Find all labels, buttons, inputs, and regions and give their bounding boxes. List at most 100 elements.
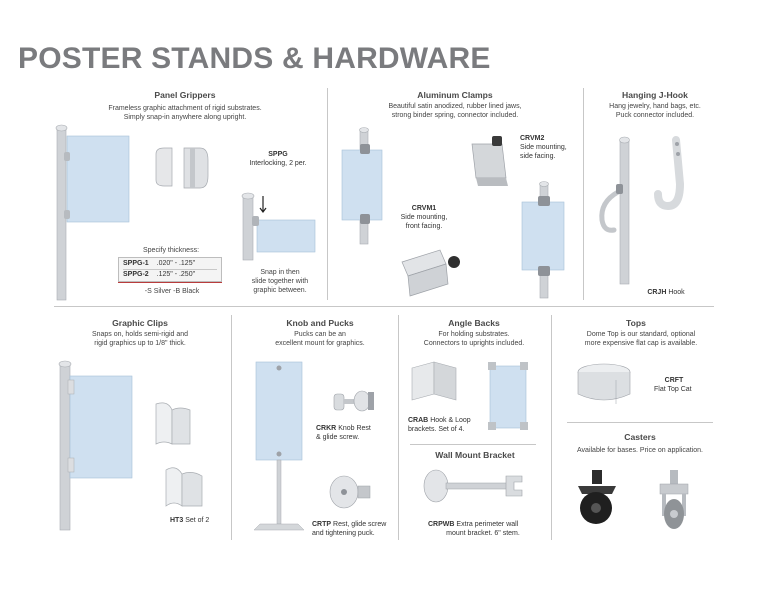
crjh-code: CRJH bbox=[647, 289, 667, 296]
desc-line: Simply snap-in anywhere along upright. bbox=[123, 114, 247, 121]
aluminum-clamps-desc: Beautiful satin anodized, rubber lined j… bbox=[355, 102, 555, 120]
graphic-clip-part bbox=[165, 467, 203, 507]
thickness-range: .125" - .250" bbox=[156, 271, 196, 278]
desc-line: Hang jewelry, hand bags, etc. bbox=[609, 103, 701, 110]
thickness-table: SPPG-1 .020" - .125" SPPG-2 .125" - .250… bbox=[118, 257, 222, 282]
crvm1-label: CRVM1 Side mounting, front facing. bbox=[394, 204, 454, 231]
crvm2-label: CRVM2 Side mounting, side facing. bbox=[520, 134, 580, 161]
crjh-desc: Hook bbox=[668, 289, 685, 296]
crkr-desc: Knob Rest bbox=[338, 425, 371, 432]
casters-desc: Available for bases. Price on applicatio… bbox=[577, 447, 703, 454]
angle-back-bracket bbox=[411, 361, 457, 401]
graphic-clips-desc: Snaps on, holds semi-rigid and rigid gra… bbox=[70, 330, 210, 348]
wall-mount-heading: Wall Mount Bracket bbox=[435, 450, 515, 460]
desc-line: rigid graphics up to 1/8" thick. bbox=[94, 340, 186, 347]
casters-heading: Casters bbox=[624, 432, 656, 442]
crpwb-desc: Extra perimeter wall bbox=[456, 521, 519, 528]
finish-options: -S Silver -B Black bbox=[144, 288, 200, 295]
crft-desc: Flat Top Cat bbox=[654, 386, 692, 393]
crpwb-desc: mount bracket. 6" stem. bbox=[446, 530, 520, 537]
crvm2-desc: Side mounting, bbox=[520, 144, 567, 151]
desc-line: more expensive flat cap is available. bbox=[584, 340, 698, 347]
divider bbox=[410, 444, 536, 445]
crvm2-desc: side facing. bbox=[520, 153, 556, 160]
graphic-clip-part bbox=[155, 402, 191, 445]
snap-line: Snap in then bbox=[260, 269, 300, 276]
page-title: POSTER STANDS & HARDWARE bbox=[18, 42, 491, 75]
clamp-pole-right bbox=[521, 181, 565, 299]
divider bbox=[231, 315, 232, 540]
angle-back-panel bbox=[488, 362, 528, 430]
thickness-row: SPPG-2 .125" - .250" bbox=[123, 269, 217, 280]
angle-backs-heading: Angle Backs bbox=[448, 318, 500, 328]
desc-line: For holding substrates. bbox=[438, 331, 510, 338]
crkr-desc: & glide screw. bbox=[316, 434, 360, 441]
crpwb-label: CRPWB Extra perimeter wall mount bracket… bbox=[428, 520, 538, 538]
thickness-range: .020" - .125" bbox=[156, 260, 196, 267]
crkr-knob-illustration bbox=[333, 390, 374, 412]
desc-line: Frameless graphic attachment of rigid su… bbox=[108, 105, 262, 112]
desc-line: Dome Top is our standard, optional bbox=[586, 331, 696, 338]
snap-line: slide together with bbox=[251, 278, 309, 285]
crvm1-code: CRVM1 bbox=[411, 205, 437, 212]
sppg-code: SPPG bbox=[268, 151, 288, 158]
desc-line: strong binder spring, connector included… bbox=[391, 112, 519, 119]
divider bbox=[583, 88, 584, 300]
divider bbox=[327, 88, 328, 300]
desc-line: Beautiful satin anodized, rubber lined j… bbox=[388, 103, 522, 110]
crkr-label: CRKR Knob Rest & glide screw. bbox=[316, 424, 386, 442]
jhook-part-illustration bbox=[654, 136, 685, 211]
wall-mount-bracket-illustration bbox=[423, 469, 523, 503]
tops-desc: Dome Top is our standard, optional more … bbox=[566, 330, 716, 348]
ht3-desc: Set of 2 bbox=[185, 517, 210, 524]
panel-gripper-pole-illustration bbox=[55, 124, 130, 301]
crab-desc: brackets. Set of 4. bbox=[408, 426, 465, 433]
clamp-pole-left bbox=[341, 127, 383, 245]
crvm2-code: CRVM2 bbox=[520, 135, 545, 142]
crtp-desc: and tightening puck. bbox=[312, 530, 375, 537]
divider bbox=[567, 422, 713, 423]
divider bbox=[588, 306, 714, 307]
desc-line: Connectors to uprights included. bbox=[423, 340, 525, 347]
jhook-heading: Hanging J-Hook bbox=[622, 90, 688, 100]
graphic-clips-pole-illustration bbox=[58, 360, 133, 531]
specify-thickness: Specify thickness: bbox=[142, 247, 200, 254]
tops-heading: Tops bbox=[626, 318, 646, 328]
thickness-row: SPPG-1 .020" - .125" bbox=[123, 259, 217, 269]
snap-line: graphic between. bbox=[253, 287, 307, 294]
crvm2-clamp bbox=[471, 136, 508, 186]
aluminum-clamps-heading: Aluminum Clamps bbox=[417, 90, 493, 100]
crtp-puck-illustration bbox=[329, 475, 371, 509]
crab-desc: Hook & Loop bbox=[430, 417, 471, 424]
knob-pucks-desc: Pucks can be an excellent mount for grap… bbox=[250, 330, 390, 348]
black-caster-illustration bbox=[578, 470, 616, 524]
ht3-code: HT3 bbox=[170, 517, 184, 524]
graphic-clips-heading: Graphic Clips bbox=[112, 318, 168, 328]
crpwb-code: CRPWB bbox=[428, 521, 455, 528]
crtp-desc: Rest, glide screw bbox=[333, 521, 387, 528]
angle-backs-desc: For holding substrates. Connectors to up… bbox=[404, 330, 544, 348]
panel-gripper-parts bbox=[155, 147, 209, 189]
crkr-code: CRKR bbox=[316, 425, 337, 432]
divider bbox=[54, 306, 714, 307]
panel-grippers-desc: Frameless graphic attachment of rigid su… bbox=[95, 104, 275, 122]
jhook-pole-illustration bbox=[599, 136, 630, 285]
thickness-code: SPPG-1 bbox=[123, 260, 149, 267]
desc-line: Puck connector included. bbox=[615, 112, 695, 119]
desc-line: excellent mount for graphics. bbox=[275, 340, 365, 347]
crtp-code: CRTP bbox=[312, 521, 332, 528]
thickness-code: SPPG-2 bbox=[123, 271, 149, 278]
crft-code: CRFT bbox=[664, 377, 684, 384]
crvm1-desc: front facing. bbox=[405, 223, 443, 230]
jhook-desc: Hang jewelry, hand bags, etc. Puck conne… bbox=[590, 102, 720, 120]
crtp-label: CRTP Rest, glide screw and tightening pu… bbox=[312, 520, 396, 538]
panel-grippers-heading: Panel Grippers bbox=[154, 90, 216, 100]
snap-instructions: Snap in then slide together with graphic… bbox=[238, 268, 322, 295]
ht3-label: HT3 Set of 2 bbox=[170, 516, 230, 525]
crab-code: CRAB bbox=[408, 417, 429, 424]
desc-line: Snaps on, holds semi-rigid and bbox=[91, 331, 189, 338]
crft-label: CRFT Flat Top Cat bbox=[654, 376, 714, 394]
knob-pucks-heading: Knob and Pucks bbox=[286, 318, 354, 328]
divider bbox=[551, 315, 552, 540]
